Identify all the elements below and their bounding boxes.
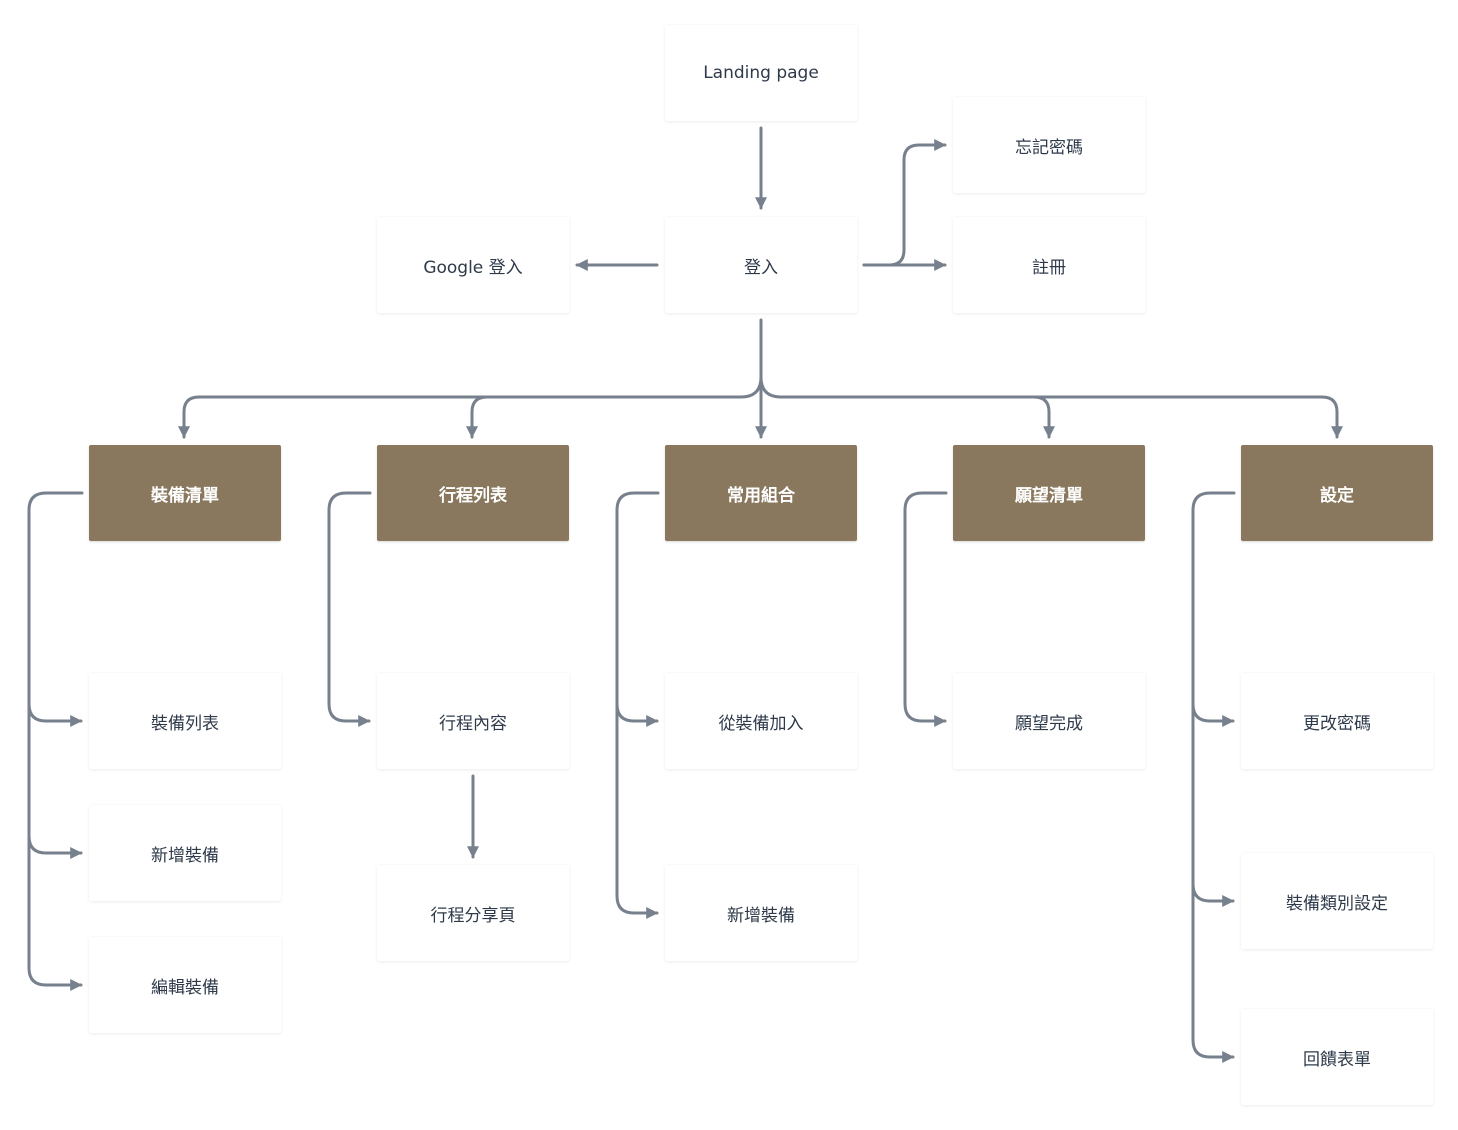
- node-trip-share[interactable]: 行程分享頁: [377, 865, 569, 961]
- edge-wish-complete: [903, 491, 948, 727]
- edge-gear-trunk: [27, 491, 84, 991]
- edge-login-trip-list: [466, 395, 489, 439]
- edge-settings-category: [1191, 882, 1235, 907]
- node-wish-complete[interactable]: 願望完成: [953, 673, 1145, 769]
- edge-login-gear-list: [178, 375, 763, 439]
- edge-sets-from-gear: [615, 702, 659, 727]
- node-gear-category-settings[interactable]: 裝備類別設定: [1241, 853, 1433, 949]
- edge-gear-list-view: [27, 702, 83, 727]
- node-change-password[interactable]: 更改密碼: [1241, 673, 1433, 769]
- node-register[interactable]: 註冊: [953, 217, 1145, 313]
- edge-sets-trunk: [615, 491, 660, 919]
- node-sets-from-gear[interactable]: 從裝備加入: [665, 673, 857, 769]
- edge-trip-content: [327, 491, 372, 727]
- node-feedback-form[interactable]: 回饋表單: [1241, 1009, 1433, 1105]
- node-google-login[interactable]: Google 登入: [377, 217, 569, 313]
- node-common-sets[interactable]: 常用組合: [665, 445, 857, 541]
- node-login[interactable]: 登入: [665, 217, 857, 313]
- node-settings[interactable]: 設定: [1241, 445, 1433, 541]
- node-gear-list-view[interactable]: 裝備列表: [89, 673, 281, 769]
- node-gear-edit[interactable]: 編輯裝備: [89, 937, 281, 1033]
- node-forgot-password[interactable]: 忘記密碼: [953, 97, 1145, 193]
- node-trip-content[interactable]: 行程內容: [377, 673, 569, 769]
- node-landing-page[interactable]: Landing page: [665, 25, 857, 121]
- node-trip-list[interactable]: 行程列表: [377, 445, 569, 541]
- node-gear-list[interactable]: 裝備清單: [89, 445, 281, 541]
- node-gear-add[interactable]: 新增裝備: [89, 805, 281, 901]
- edge-settings-change-password: [1191, 702, 1235, 727]
- edge-login-wishlist: [759, 375, 1343, 439]
- edge-login-forgot: [862, 139, 947, 267]
- node-sets-add-gear[interactable]: 新增裝備: [665, 865, 857, 961]
- edge-gear-add: [27, 834, 83, 859]
- edge-settings-trunk: [1191, 491, 1236, 1063]
- node-wishlist[interactable]: 願望清單: [953, 445, 1145, 541]
- edge-login-wish: [1032, 395, 1055, 439]
